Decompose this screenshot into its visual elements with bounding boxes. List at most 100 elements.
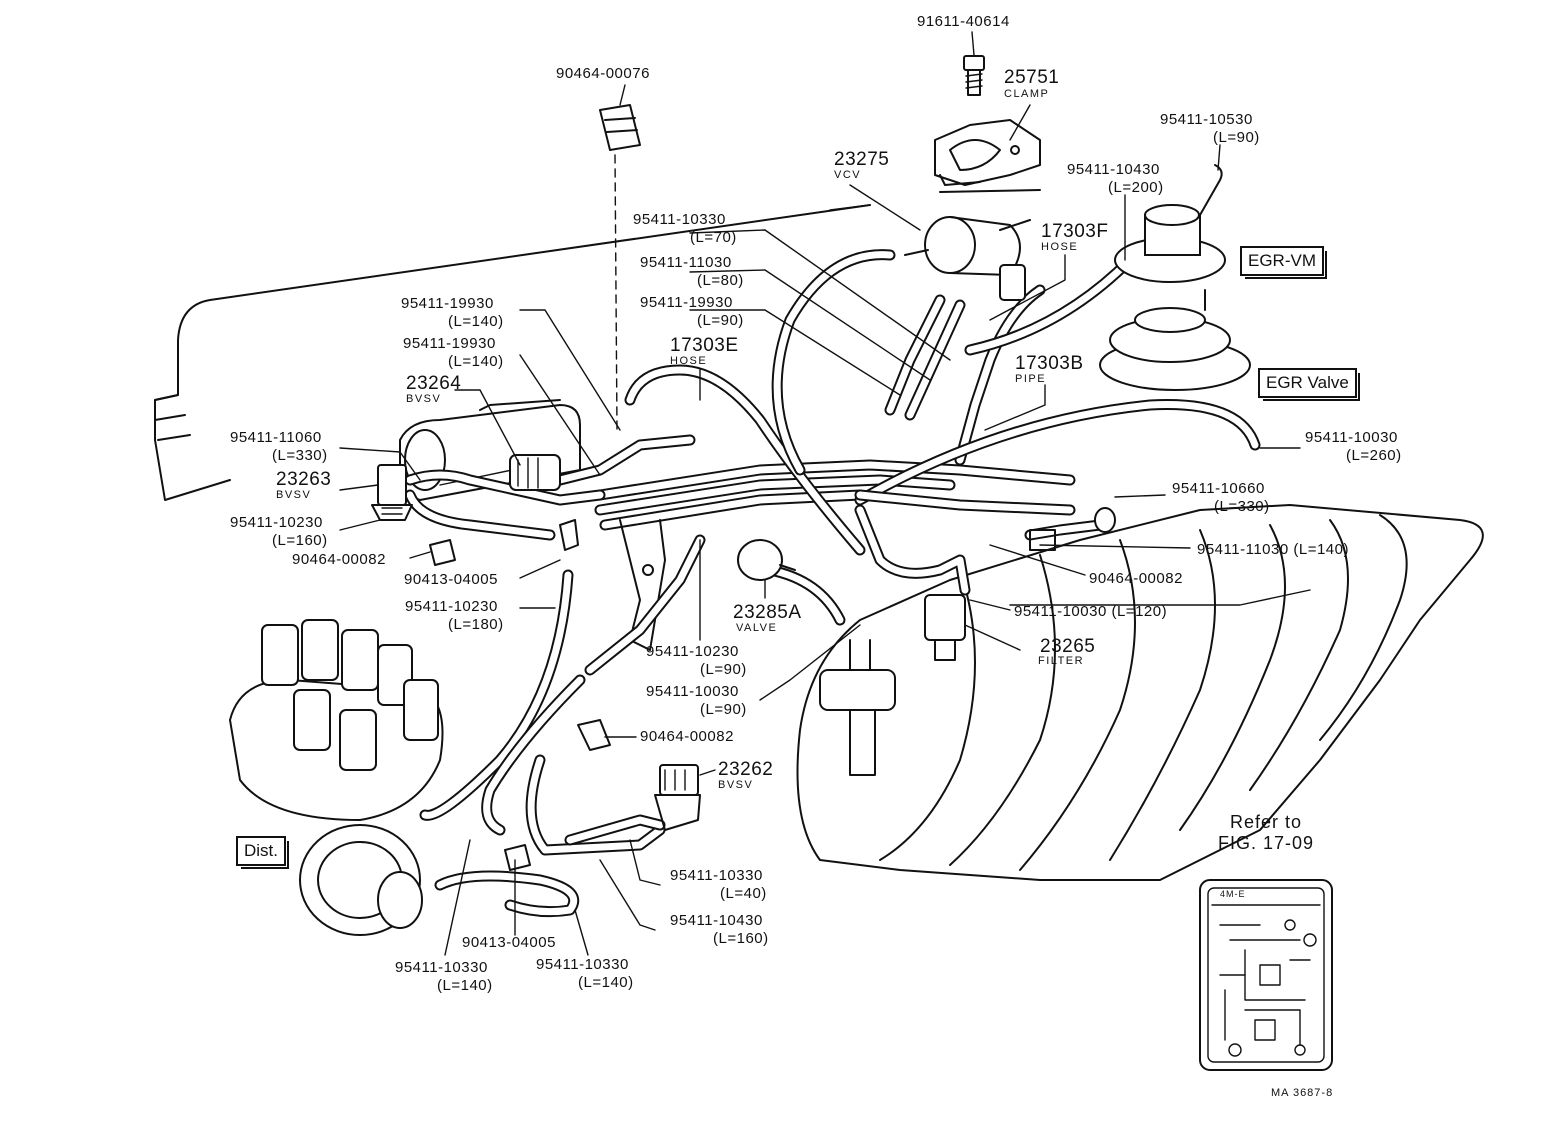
- label-95411-10430-a: 95411-10430: [1067, 161, 1160, 178]
- label-95411-10330-a-len: (L=70): [690, 229, 737, 246]
- label-95411-10230-a-len: (L=160): [272, 532, 328, 549]
- label-23265: 23265: [1040, 636, 1096, 657]
- tee-90413-04005-lower: [504, 844, 531, 871]
- label-95411-10330-d-len: (L=140): [578, 974, 634, 991]
- label-95411-10230-c-len: (L=90): [700, 661, 747, 678]
- label-90413-04005-a: 90413-04005: [404, 571, 498, 588]
- label-23265-sub: FILTER: [1038, 655, 1085, 667]
- label-23275: 23275: [834, 149, 890, 170]
- callout-egr-valve-text: EGR Valve: [1266, 373, 1349, 392]
- leader-lines: [339, 31, 1311, 956]
- vacuum-pipe-bundle: [594, 459, 1076, 651]
- label-17303f-sub: HOSE: [1041, 241, 1079, 253]
- callout-egr-vm-text: EGR-VM: [1248, 251, 1316, 270]
- clip-90464-00082-left: [429, 539, 456, 566]
- callout-dist-text: Dist.: [244, 841, 278, 860]
- label-95411-10230-a: 95411-10230: [230, 514, 323, 531]
- label-90413-04005-b: 90413-04005: [462, 934, 556, 951]
- reference-inset: [1199, 879, 1333, 1071]
- label-95411-19930-a: 95411-19930: [401, 295, 494, 312]
- drawing-code: MA 3687-8: [1271, 1087, 1334, 1099]
- bolt-91611-40614: [963, 55, 985, 96]
- egr-valve: [1099, 289, 1251, 391]
- label-23263-sub: BVSV: [276, 489, 312, 501]
- reference-note: Refer to FIG. 17-09: [1218, 812, 1314, 853]
- label-95411-10330-b-len: (L=40): [720, 885, 767, 902]
- label-23262: 23262: [718, 759, 774, 780]
- label-95411-19930-c-len: (L=140): [448, 353, 504, 370]
- label-17303b: 17303B: [1015, 353, 1084, 374]
- label-95411-19930-a-len: (L=140): [448, 313, 504, 330]
- label-90464-00082-a: 90464-00082: [292, 551, 386, 568]
- label-95411-10230-b-len: (L=180): [448, 616, 504, 633]
- label-95411-10430-a-len: (L=200): [1108, 179, 1164, 196]
- clip-90464-00076: [599, 104, 641, 431]
- label-95411-10330-d: 95411-10330: [536, 956, 629, 973]
- label-23262-sub: BVSV: [718, 779, 754, 791]
- clamp-25751: [934, 119, 1041, 186]
- vcv-23275: [904, 216, 1031, 301]
- label-95411-10330-c: 95411-10330: [395, 959, 488, 976]
- label-23263: 23263: [276, 469, 332, 490]
- label-95411-10030-b: 95411-10030 (L=120): [1014, 603, 1168, 620]
- bvsv-23264: [509, 454, 561, 491]
- distributor: [229, 619, 444, 936]
- intake-manifold: [796, 504, 1484, 881]
- label-95411-10330-b: 95411-10330: [670, 867, 763, 884]
- engine-block-outline: [154, 189, 1041, 501]
- right-fittings: [1029, 507, 1116, 551]
- label-95411-19930-b: 95411-19930: [640, 294, 733, 311]
- label-17303b-sub: PIPE: [1015, 373, 1047, 385]
- label-91611-40614: 91611-40614: [917, 13, 1010, 30]
- tee-90413-04005-upper: [559, 519, 579, 551]
- label-23275-sub: VCV: [834, 169, 862, 181]
- callout-egr-vm: EGR-VM: [1240, 246, 1327, 279]
- reference-line-2: FIG. 17-09: [1218, 832, 1315, 853]
- label-95411-10030-c: 95411-10030: [646, 683, 739, 700]
- egr-vm: [1114, 164, 1226, 283]
- label-95411-10660: 95411-10660: [1172, 480, 1265, 497]
- label-23285a: 23285A: [733, 602, 802, 623]
- reference-line-1: Refer to: [1230, 812, 1303, 832]
- label-95411-10330-a: 95411-10330: [633, 211, 726, 228]
- label-95411-10430-b: 95411-10430: [670, 912, 763, 929]
- valve-23285a: [737, 539, 796, 581]
- label-17303f: 17303F: [1041, 221, 1109, 242]
- manifold-fitting: [819, 639, 896, 776]
- label-17303e-sub: HOSE: [670, 355, 708, 367]
- label-95411-10660-len: (L=330): [1214, 498, 1270, 515]
- label-95411-10230-c: 95411-10230: [646, 643, 739, 660]
- label-95411-10530-len: (L=90): [1213, 129, 1260, 146]
- callout-egr-valve: EGR Valve: [1258, 368, 1360, 401]
- label-95411-10230-b: 95411-10230: [405, 598, 498, 615]
- label-95411-11030-a: 95411-11030: [640, 254, 732, 271]
- label-23264: 23264: [406, 373, 462, 394]
- label-90464-00082-c: 90464-00082: [640, 728, 734, 745]
- filter-23265: [924, 594, 966, 661]
- label-95411-11060: 95411-11060: [230, 429, 322, 446]
- label-95411-10030-c-len: (L=90): [700, 701, 747, 718]
- label-95411-19930-b-len: (L=90): [697, 312, 744, 329]
- label-95411-10530: 95411-10530: [1160, 111, 1253, 128]
- label-17303e: 17303E: [670, 335, 739, 356]
- label-95411-10030-a-len: (L=260): [1346, 447, 1402, 464]
- label-95411-10430-b-len: (L=160): [713, 930, 769, 947]
- callout-dist: Dist.: [236, 836, 289, 869]
- label-90464-00076: 90464-00076: [556, 65, 650, 82]
- label-25751: 25751: [1004, 67, 1060, 88]
- label-95411-11060-len: (L=330): [272, 447, 328, 464]
- label-95411-10030-a: 95411-10030: [1305, 429, 1398, 446]
- clip-90464-00082-lower: [577, 719, 611, 751]
- label-25751-sub: CLAMP: [1004, 88, 1050, 100]
- label-23285a-sub: VALVE: [736, 622, 778, 634]
- inset-title: 4M-E: [1220, 889, 1246, 899]
- label-95411-11030-a-len: (L=80): [697, 272, 744, 289]
- label-95411-11030-b: 95411-11030 (L=140): [1197, 541, 1349, 558]
- label-95411-19930-c: 95411-19930: [403, 335, 496, 352]
- label-23264-sub: BVSV: [406, 393, 442, 405]
- bvsv-23263: [371, 464, 413, 521]
- bvsv-23262: [654, 764, 701, 831]
- label-90464-00082-b: 90464-00082: [1089, 570, 1183, 587]
- label-95411-10330-c-len: (L=140): [437, 977, 493, 994]
